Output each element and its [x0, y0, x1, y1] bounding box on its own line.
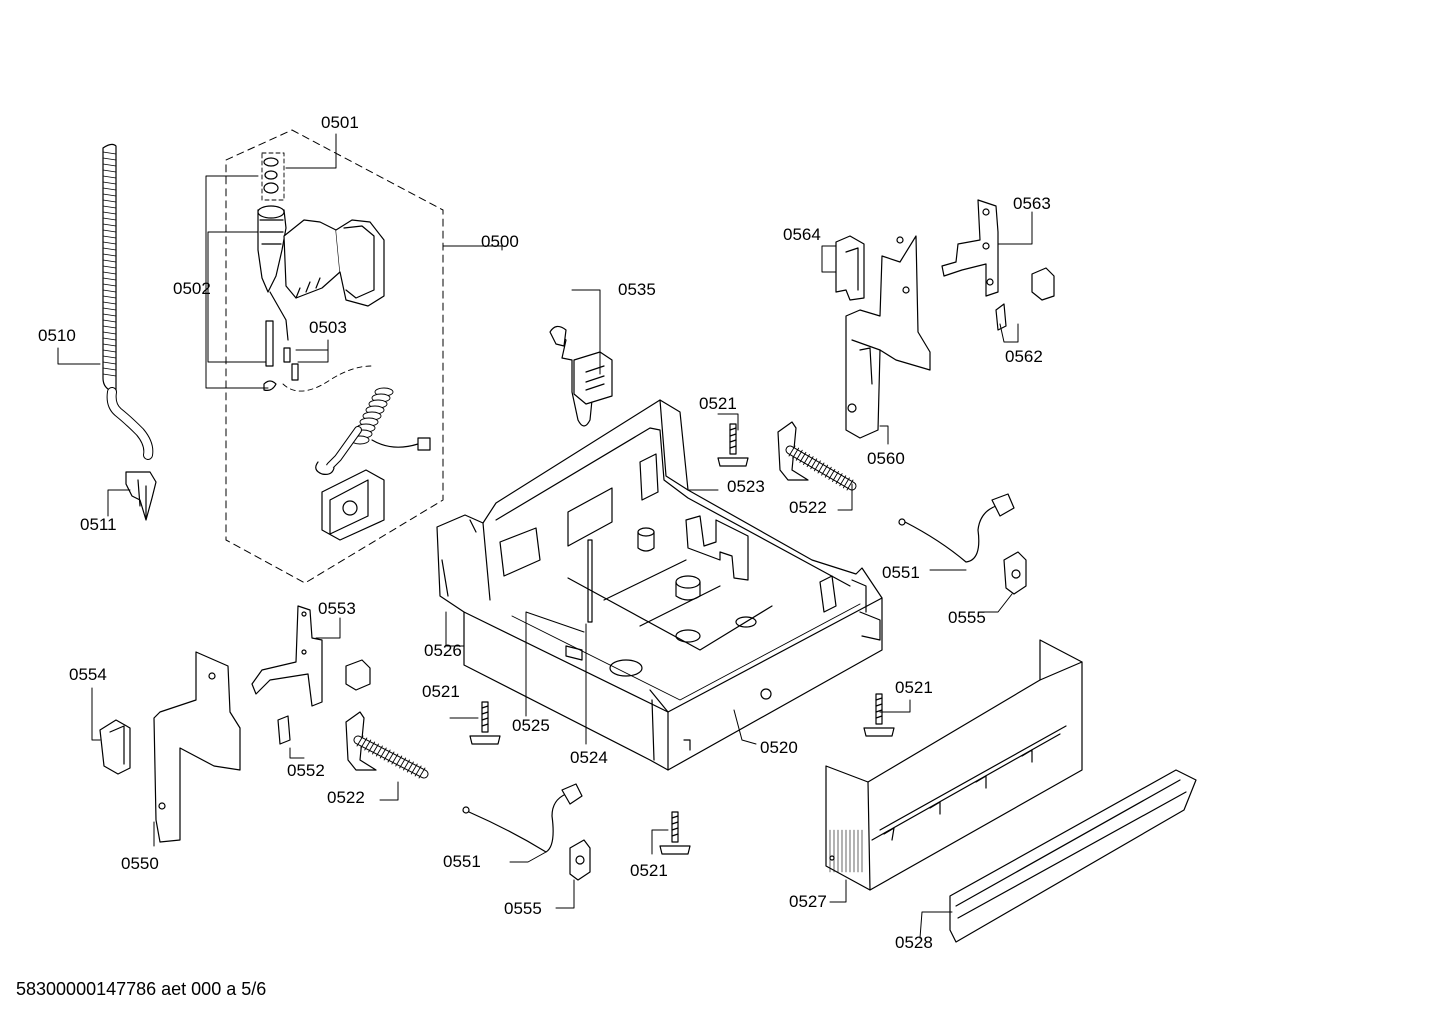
- bracket-0550: [99, 651, 241, 843]
- label-0553: 0553: [318, 599, 356, 618]
- label-0522-a: 0522: [789, 498, 827, 517]
- cable-0551-bottom: [462, 783, 591, 881]
- label-0521-d: 0521: [630, 861, 668, 880]
- label-0552: 0552: [287, 761, 325, 780]
- label-0524: 0524: [570, 748, 608, 767]
- mounting-plate: [321, 469, 385, 541]
- screw-0521-c: [863, 693, 895, 737]
- label-0551-a: 0551: [882, 563, 920, 582]
- label-0551-b: 0551: [443, 852, 481, 871]
- wiring-harness-0535: [549, 325, 613, 427]
- screw-0521-a: [717, 423, 749, 467]
- label-0535: 0535: [618, 280, 656, 299]
- screw-0521-d: [659, 811, 691, 855]
- label-0511: 0511: [80, 515, 117, 534]
- plinth-panel-0527: [825, 639, 1083, 891]
- label-0501: 0501: [321, 113, 359, 132]
- label-0525: 0525: [512, 716, 550, 735]
- bracket-0563: [941, 199, 1055, 331]
- label-0526: 0526: [424, 641, 462, 660]
- leader-lines: [57, 133, 1033, 939]
- valve-assembly-0502: [257, 152, 385, 391]
- label-0527: 0527: [789, 892, 827, 911]
- label-0528: 0528: [895, 933, 933, 952]
- label-0521-a: 0521: [699, 394, 737, 413]
- bracket-0553: [251, 605, 371, 745]
- base-tub-0520: [436, 399, 883, 771]
- hinge-spring-0522-a: [777, 421, 857, 491]
- hinge-spring-0522-b: [345, 711, 429, 779]
- label-0550: 0550: [121, 854, 159, 873]
- drain-hose-0510: [102, 143, 157, 521]
- label-0554: 0554: [69, 665, 107, 684]
- label-0522-b: 0522: [327, 788, 365, 807]
- bracket-0560: [835, 235, 931, 439]
- plinth-trim-0528: [949, 769, 1197, 943]
- label-0502: 0502: [173, 279, 211, 298]
- callout-labels: 0501 0502 0503 0500 0510 0511 0535 0521 …: [38, 113, 1051, 952]
- label-0510: 0510: [38, 326, 76, 345]
- cable-0551-right: [898, 493, 1027, 595]
- assembly-0500-boundary: [225, 129, 444, 584]
- label-0564: 0564: [783, 225, 821, 244]
- label-0521-b: 0521: [422, 682, 460, 701]
- label-0562: 0562: [1005, 347, 1043, 366]
- label-0563: 0563: [1013, 194, 1051, 213]
- label-0503: 0503: [309, 318, 347, 337]
- label-0555-a: 0555: [948, 608, 986, 627]
- label-0520: 0520: [760, 738, 798, 757]
- label-0523: 0523: [727, 477, 765, 496]
- document-id: 58300000147786 aet 000 a 5/6: [16, 979, 267, 999]
- screw-0521-b: [469, 701, 501, 745]
- label-0500: 0500: [481, 232, 519, 251]
- label-0555-b: 0555: [504, 899, 542, 918]
- inlet-hose-coil: [282, 365, 431, 475]
- label-0560: 0560: [867, 449, 905, 468]
- label-0521-c: 0521: [895, 678, 933, 697]
